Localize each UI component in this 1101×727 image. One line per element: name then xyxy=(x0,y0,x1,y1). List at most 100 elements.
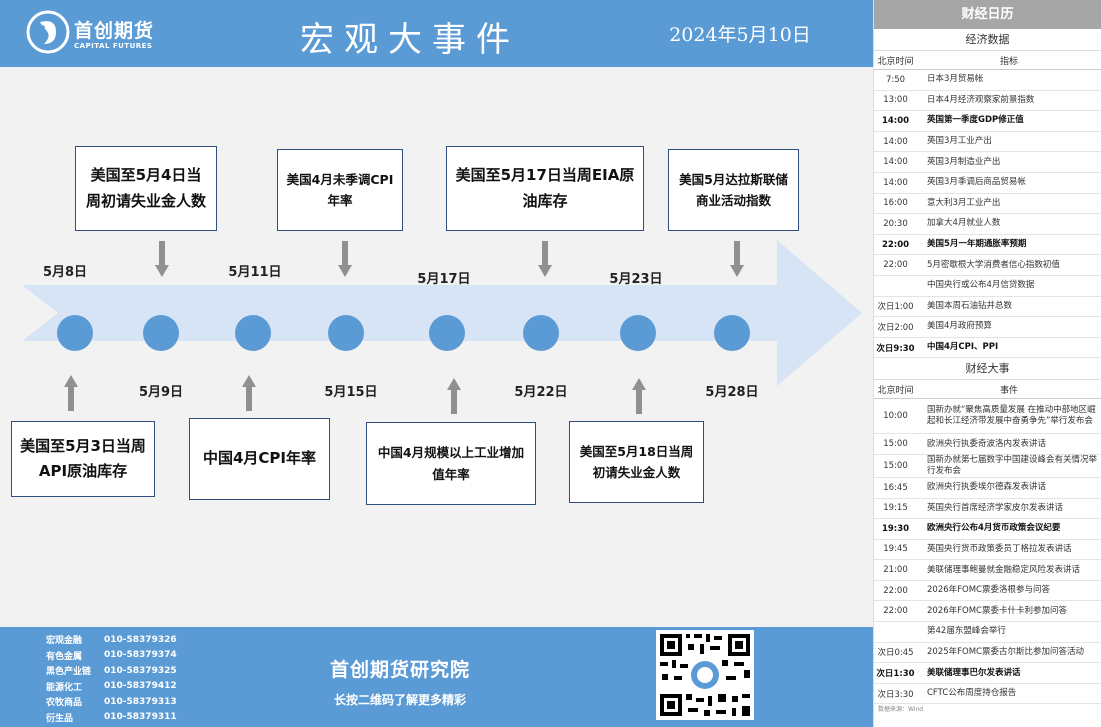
row-text: 英国央行首席经济学家皮尔发表讲话 xyxy=(927,502,1064,513)
table-row: 中国央行或公布4月信贷数据 xyxy=(874,276,1101,297)
source-note: 数据来源：Wind xyxy=(878,706,924,714)
row-text: 欧洲央行公布4月货币政策会议纪要 xyxy=(927,523,1061,534)
timeline-arrow xyxy=(22,240,862,386)
event-box: 中国4月规模以上工业增加值年率 xyxy=(366,422,536,505)
table-row: 15:00 欧洲央行执委奇波洛内发表讲话 xyxy=(874,434,1101,455)
arrow-up-icon xyxy=(447,378,461,414)
date-label: 5月8日 xyxy=(42,265,88,280)
col-event: 事件 xyxy=(999,385,1018,396)
timeline-panel: 首创期货 CAPITAL FUTURES 宏观大事件 2024年5月10日 5月… xyxy=(0,0,873,727)
timeline-node xyxy=(620,315,656,351)
row-time: 22:00 xyxy=(883,260,908,271)
event-text: 美国至5月18日当周初请失业金人数 xyxy=(579,443,694,480)
row-text: 美国4月政府预算 xyxy=(927,321,992,332)
row-text: 中国4月CPI、PPI xyxy=(927,342,999,353)
event-box: 美国5月达拉斯联储商业活动指数 xyxy=(668,149,799,231)
row-text: 英国3月季调后商品贸易帐 xyxy=(927,177,1026,188)
footer-org-name: 首创期货研究院 xyxy=(329,659,470,681)
arrow-up-icon xyxy=(632,378,646,414)
row-time: 19:15 xyxy=(883,503,908,514)
row-text: 意大利3月工业产出 xyxy=(927,197,1001,208)
row-time: 16:45 xyxy=(883,482,908,493)
table-row: 第42届东盟峰会举行 xyxy=(874,622,1101,643)
row-text: 美联储理事巴尔发表讲话 xyxy=(927,667,1021,678)
event-box: 美国至5月4日当周初请失业金人数 xyxy=(75,146,217,231)
row-time: 13:00 xyxy=(883,95,908,106)
contact-phone: 010-58379311 xyxy=(104,712,177,723)
row-text: 英国央行货币政策委员丁格拉发表讲话 xyxy=(927,543,1072,554)
row-text: 英国3月制造业产出 xyxy=(927,156,1001,167)
date-label: 5月11日 xyxy=(228,265,282,280)
econ-section-title: 经济数据 xyxy=(874,29,1101,51)
row-text: 美国本周石油钻井总数 xyxy=(927,300,1013,311)
row-text: 欧洲央行执委奇波洛内发表讲话 xyxy=(927,438,1047,449)
contact-phone: 010-58379326 xyxy=(104,634,177,645)
row-text: 国新办就第七届数字中国建设峰会有关情况举行发布会 xyxy=(927,454,1098,476)
timeline-node xyxy=(57,315,93,351)
contact-name: 能源化工 xyxy=(46,682,83,693)
header-bar: 首创期货 CAPITAL FUTURES 宏观大事件 2024年5月10日 xyxy=(0,0,873,67)
row-time: 22:00 xyxy=(881,239,910,250)
row-time: 20:30 xyxy=(883,218,908,229)
date-label: 5月9日 xyxy=(138,385,184,400)
row-text: 2026年FOMC票委卡什卡利参加问答 xyxy=(927,605,1067,616)
contact-phone: 010-58379412 xyxy=(104,681,177,692)
event-text: 中国4月规模以上工业增加值年率 xyxy=(377,445,525,482)
row-text: 英国第一季度GDP修正值 xyxy=(927,115,1024,126)
event-box: 美国4月未季调CPI年率 xyxy=(277,149,403,231)
row-time: 14:00 xyxy=(883,177,908,188)
row-time: 14:00 xyxy=(883,136,908,147)
event-box: 美国至5月18日当周初请失业金人数 xyxy=(569,421,704,503)
event-text: 美国4月未季调CPI年率 xyxy=(286,171,394,208)
contact-name: 农牧商品 xyxy=(46,698,83,709)
brand-subtitle: CAPITAL FUTURES xyxy=(74,42,153,50)
events-section-title: 财经大事 xyxy=(874,358,1101,381)
table-row: 次日1:00 美国本周石油钻井总数 xyxy=(874,297,1101,318)
row-text: 加拿大4月就业人数 xyxy=(927,218,1001,229)
row-time: 15:00 xyxy=(883,439,908,450)
arrow-down-icon xyxy=(155,241,169,277)
col-time: 北京时间 xyxy=(877,56,914,67)
date-label: 5月15日 xyxy=(324,385,378,400)
contact-name: 黑色产业链 xyxy=(46,667,92,678)
event-box: 美国至5月3日当周API原油库存 xyxy=(11,421,155,497)
row-text: 欧洲央行执委埃尔德森发表讲话 xyxy=(927,482,1047,493)
arrow-down-icon xyxy=(538,241,552,277)
event-text: 美国至5月4日当周初请失业金人数 xyxy=(85,166,206,210)
row-time: 次日3:30 xyxy=(877,689,914,700)
row-text: 国新办就“聚焦高质量发展 在推动中部地区崛起和长江经济带发展中奋勇争先”举行发布… xyxy=(927,405,1096,427)
table-row: 19:15 英国央行首席经济学家皮尔发表讲话 xyxy=(874,499,1101,520)
qr-code[interactable] xyxy=(656,630,754,720)
row-time: 22:00 xyxy=(883,606,908,617)
event-text: 美国5月达拉斯联储商业活动指数 xyxy=(679,171,788,208)
arrow-down-icon xyxy=(730,241,744,277)
logo: 首创期货 CAPITAL FUTURES xyxy=(26,8,156,56)
timeline-node xyxy=(523,315,559,351)
row-text: 2026年FOMC票委洛根参与问答 xyxy=(927,585,1050,596)
date-label: 5月17日 xyxy=(417,272,471,287)
arrow-up-icon xyxy=(64,375,78,411)
timeline-node xyxy=(235,315,271,351)
contact-name: 有色金属 xyxy=(46,651,83,662)
arrow-down-icon xyxy=(338,241,352,277)
row-time: 21:00 xyxy=(883,565,908,576)
row-time: 次日1:00 xyxy=(877,302,914,313)
contact-phone: 010-58379313 xyxy=(104,696,177,707)
